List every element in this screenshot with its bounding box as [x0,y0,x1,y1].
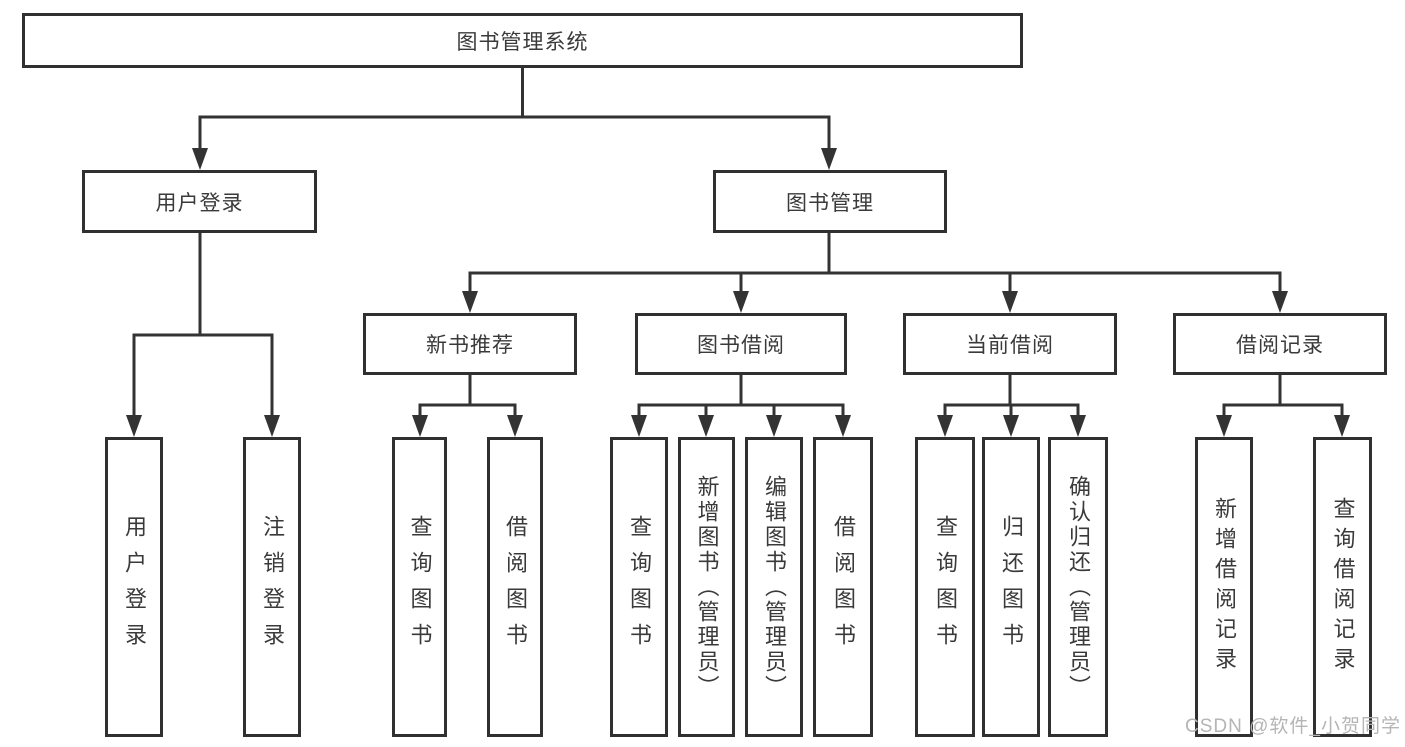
arrowhead-icon [126,415,142,437]
node-user-login: 用户登录 [82,170,317,233]
arrowhead-icon [1272,291,1288,313]
leaf-edit-book-admin: 编辑图书（管理员） [745,437,803,737]
leaf-user-login: 用户登录 [105,437,163,737]
arrowhead-icon [698,415,714,437]
leaf-borrow-books-borrow-label: 借阅图书 [831,515,856,659]
connector-recommend-rail [418,403,517,416]
leaf-query-books-recommend-label: 查询图书 [407,515,433,659]
node-book-management-label: 图书管理 [786,191,874,215]
arrowhead-icon [821,148,837,170]
node-current-borrow-label: 当前借阅 [966,334,1054,357]
arrowhead-icon [631,415,647,437]
leaf-query-books-current: 查询图书 [915,437,975,737]
connector-borrow-rail [637,403,845,416]
arrowhead-icon [462,291,478,313]
connector-level2-rail [198,115,831,149]
arrowhead-icon [1070,415,1086,437]
leaf-borrow-books-borrow: 借阅图书 [813,437,873,737]
node-current-borrow: 当前借阅 [903,313,1117,375]
node-borrow-records: 借阅记录 [1173,313,1387,375]
leaf-query-books-borrow-label: 查询图书 [627,515,652,659]
arrowhead-icon [412,415,428,437]
leaf-add-book-admin: 新增图书（管理员） [678,437,735,737]
node-book-management: 图书管理 [713,170,947,233]
leaf-query-borrow-record-label: 查询借阅记录 [1330,497,1356,677]
node-user-login-label: 用户登录 [155,191,244,215]
arrowhead-icon [835,415,851,437]
leaf-add-borrow-record-label: 新增借阅记录 [1212,497,1237,677]
leaf-confirm-return-admin: 确认归还（管理员） [1048,437,1108,737]
node-book-borrow-label: 图书借阅 [697,334,785,357]
arrowhead-icon [1003,415,1019,437]
arrowhead-icon [192,148,208,170]
leaf-query-books-recommend: 查询图书 [392,437,447,737]
node-root: 图书管理系统 [22,13,1023,68]
leaf-user-login-label: 用户登录 [122,515,147,659]
leaf-logout-label: 注销登录 [260,515,285,659]
node-borrow-records-label: 借阅记录 [1236,334,1324,357]
arrowhead-icon [733,291,749,313]
arrowhead-icon [1216,415,1232,437]
leaf-edit-book-admin-label: 编辑图书（管理员） [762,474,787,700]
watermark: CSDN @软件_小贺同学 [1185,716,1401,737]
leaf-logout: 注销登录 [243,437,301,737]
node-new-book-recommend: 新书推荐 [363,313,577,375]
leaf-return-book-label: 归还图书 [999,515,1024,659]
connector-login-rail [132,333,274,416]
arrowhead-icon [766,415,782,437]
arrowhead-icon [264,415,280,437]
leaf-query-books-current-label: 查询图书 [933,515,958,659]
connector-records-rail [1222,403,1344,416]
leaf-add-book-admin-label: 新增图书（管理员） [694,474,720,700]
leaf-confirm-return-admin-label: 确认归还（管理员） [1066,474,1091,700]
connector-level3-rail [468,271,1282,292]
leaf-borrow-books-recommend-label: 借阅图书 [503,515,528,659]
leaf-borrow-books-recommend: 借阅图书 [487,437,543,737]
leaf-query-borrow-record: 查询借阅记录 [1313,437,1372,737]
arrowhead-icon [507,415,523,437]
arrowhead-icon [937,415,953,437]
node-new-book-recommend-label: 新书推荐 [426,334,514,357]
leaf-add-borrow-record: 新增借阅记录 [1195,437,1253,737]
arrowhead-icon [1002,291,1018,313]
leaf-query-books-borrow: 查询图书 [610,437,668,737]
node-root-label: 图书管理系统 [456,30,589,54]
arrowhead-icon [1334,415,1350,437]
node-book-borrow: 图书借阅 [635,313,847,375]
leaf-return-book: 归还图书 [982,437,1040,737]
